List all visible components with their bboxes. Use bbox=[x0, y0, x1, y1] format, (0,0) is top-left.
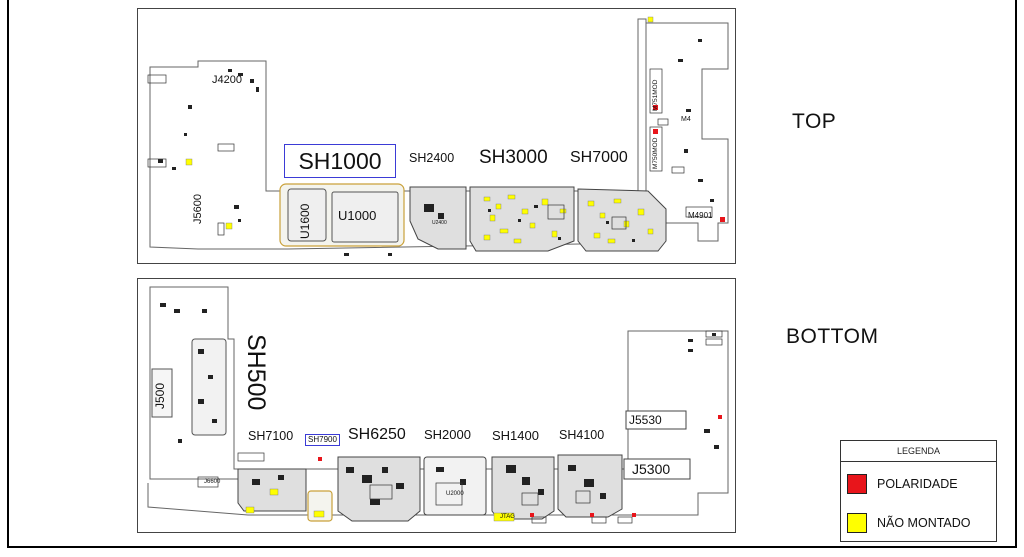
component-label-j5530: J5530 bbox=[629, 413, 662, 427]
component-label-m751mod: M751MOD bbox=[652, 79, 659, 111]
shield-label-sh1400: SH1400 bbox=[492, 428, 539, 443]
shield-label-sh2400: SH2400 bbox=[409, 151, 455, 165]
legend-item-polaridade: POLARIDADE bbox=[847, 474, 958, 494]
component-label-u2000: U2000 bbox=[446, 491, 464, 497]
yellow-swatch-icon bbox=[847, 513, 867, 533]
page-frame bbox=[7, 0, 1017, 548]
shield-label-sh1000: SH1000 bbox=[284, 144, 396, 178]
component-label-u1600: U1600 bbox=[298, 203, 312, 239]
bottom-board-view: SH500 J500 SH7100 SH7900 SH6250 SH2000 S… bbox=[137, 278, 736, 533]
component-label-j500: J500 bbox=[153, 382, 167, 409]
legend-item-label: NÃO MONTADO bbox=[877, 516, 971, 530]
legend-item-label: POLARIDADE bbox=[877, 477, 958, 491]
component-label-jtag: JTAG bbox=[500, 514, 515, 520]
component-label-m750mod: M750MOD bbox=[652, 137, 659, 169]
top-board-outline bbox=[147, 16, 729, 256]
component-label-m4901: M4901 bbox=[688, 211, 713, 220]
shield-label-sh2000: SH2000 bbox=[424, 427, 471, 442]
shield-label-sh7000: SH7000 bbox=[570, 149, 628, 166]
component-label-j5300: J5300 bbox=[632, 461, 671, 477]
component-label-j4200: J4200 bbox=[212, 74, 242, 86]
shield-label-sh7100: SH7100 bbox=[248, 429, 294, 443]
view-label-bottom: BOTTOM bbox=[786, 325, 879, 348]
view-label-top: TOP bbox=[792, 110, 837, 133]
bottom-board-outline bbox=[147, 286, 729, 524]
legend-box: LEGENDA POLARIDADE NÃO MONTADO bbox=[840, 440, 997, 542]
legend-title: LEGENDA bbox=[841, 441, 996, 462]
shield-label-sh500: SH500 bbox=[242, 334, 270, 411]
legend-item-nao-montado: NÃO MONTADO bbox=[847, 513, 971, 533]
component-label-m4: M4 bbox=[681, 116, 691, 123]
component-label-u2400: U2400 bbox=[432, 220, 447, 226]
shield-label-sh4100: SH4100 bbox=[559, 428, 605, 442]
shield-label-sh7900: SH7900 bbox=[305, 434, 340, 446]
shield-label-sh3000: SH3000 bbox=[479, 147, 548, 168]
component-label-j6600: J6600 bbox=[204, 479, 221, 485]
red-swatch-icon bbox=[847, 474, 867, 494]
component-label-j5600: J5600 bbox=[192, 194, 204, 224]
component-label-u1000: U1000 bbox=[338, 208, 377, 223]
top-board-view: J4200 J5600 SH1000 SH2400 SH3000 SH7000 … bbox=[137, 8, 736, 264]
shield-label-sh6250: SH6250 bbox=[348, 426, 406, 443]
